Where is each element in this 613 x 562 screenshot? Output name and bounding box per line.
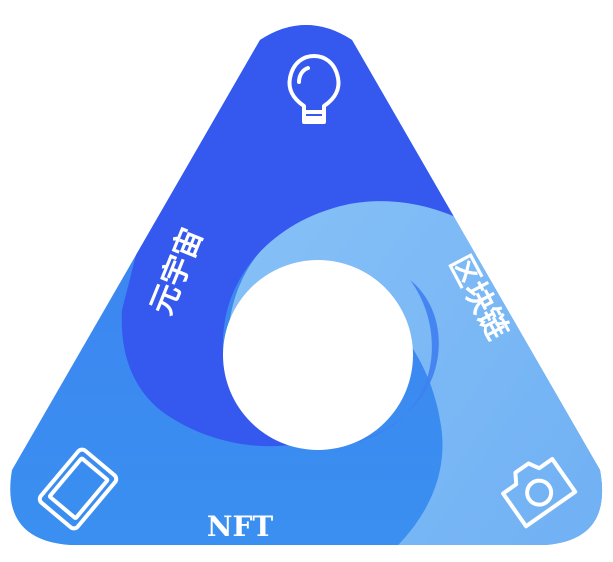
tablet-icon xyxy=(37,447,119,531)
center-hole xyxy=(223,260,413,450)
lightbulb-icon xyxy=(287,54,341,124)
swirl-shade xyxy=(290,280,439,448)
segment-blockchain xyxy=(230,25,603,545)
label-nft: NFT xyxy=(207,510,273,543)
camera-icon xyxy=(501,457,578,529)
